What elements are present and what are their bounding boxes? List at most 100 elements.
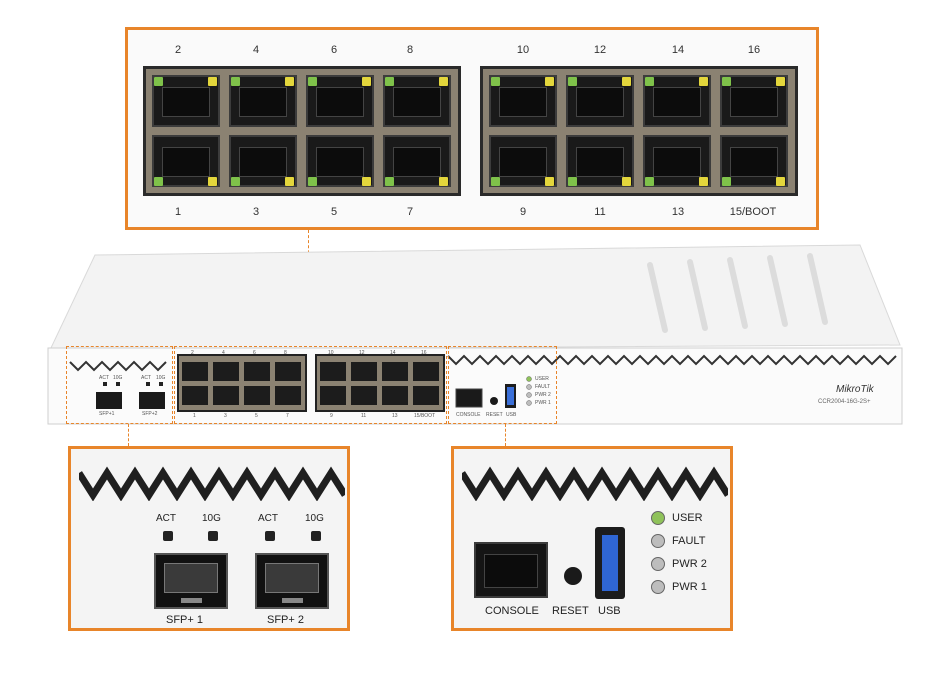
- sfp2-10g-label: 10G: [305, 513, 324, 524]
- small-port-label-6: 6: [253, 350, 256, 356]
- pwr1-led: [651, 580, 665, 594]
- link-led: [385, 177, 394, 186]
- activity-led: [439, 177, 448, 186]
- mgmt-highlight-box: [448, 346, 557, 424]
- sfp2-10g-led: [311, 531, 321, 541]
- sfp1-act-label: ACT: [156, 513, 176, 524]
- activity-led: [285, 77, 294, 86]
- port-label-3: 3: [252, 206, 260, 218]
- small-sfp-act-2: ACT: [141, 375, 151, 381]
- sfp-plus-2-port[interactable]: [255, 553, 329, 609]
- activity-led: [699, 77, 708, 86]
- link-led: [722, 77, 731, 86]
- management-callout: CONSOLE RESET USB USER FAULT PWR 2 PWR 1: [451, 446, 733, 631]
- link-led: [645, 177, 654, 186]
- activity-led: [362, 77, 371, 86]
- ethernet-port-7[interactable]: [383, 135, 451, 187]
- activity-led: [285, 177, 294, 186]
- sfp2-act-led: [265, 531, 275, 541]
- user-led-label: USER: [672, 512, 703, 524]
- ethernet-block-1-8: [143, 66, 461, 196]
- activity-led: [545, 177, 554, 186]
- usb-label: USB: [598, 605, 621, 617]
- link-led: [568, 77, 577, 86]
- small-sfp-name-1: SFP+1: [99, 411, 115, 417]
- port-label-6: 6: [330, 44, 338, 56]
- small-port-label-4: 4: [222, 350, 225, 356]
- activity-led: [776, 177, 785, 186]
- small-port-label-1: 1: [193, 413, 196, 419]
- small-port-label-15-boot: 15/BOOT: [414, 413, 436, 419]
- sfp1-10g-label: 10G: [202, 513, 221, 524]
- zigzag-pattern: [79, 466, 345, 501]
- link-led: [568, 177, 577, 186]
- link-led: [385, 77, 394, 86]
- small-sfp-act-1: ACT: [99, 375, 109, 381]
- port-label-10: 10: [516, 44, 530, 56]
- ports-callout: 2 4 6 8 10 12 14 16: [125, 27, 819, 230]
- ethernet-port-15-boot[interactable]: [720, 135, 788, 187]
- link-led: [491, 177, 500, 186]
- activity-led: [545, 77, 554, 86]
- link-led: [722, 177, 731, 186]
- pwr2-led: [651, 557, 665, 571]
- connector-line-sfp: [128, 424, 129, 446]
- activity-led: [439, 77, 448, 86]
- link-led: [154, 77, 163, 86]
- sfp-plus-1-port[interactable]: [154, 553, 228, 609]
- usb-tongue: [602, 535, 618, 591]
- link-led: [308, 177, 317, 186]
- model-label: CCR2004-16G-2S+: [818, 399, 871, 405]
- fault-led-label: FAULT: [672, 535, 706, 547]
- activity-led: [699, 177, 708, 186]
- small-sfp-name-2: SFP+2: [142, 411, 158, 417]
- small-usb-label: USB: [506, 412, 517, 418]
- port-label-16: 16: [747, 44, 761, 56]
- small-port-label-5: 5: [255, 413, 258, 419]
- reset-button[interactable]: [564, 567, 582, 585]
- port-label-13: 13: [671, 206, 685, 218]
- small-port-label-7: 7: [286, 413, 289, 419]
- port-label-7: 7: [406, 206, 414, 218]
- small-port-label-11: 11: [361, 413, 367, 419]
- link-led: [154, 177, 163, 186]
- small-status-user: USER: [535, 376, 549, 382]
- small-status-pwr1: PWR 1: [535, 400, 551, 406]
- small-port-label-9: 9: [330, 413, 333, 419]
- reset-label: RESET: [552, 605, 589, 617]
- port-label-5: 5: [330, 206, 338, 218]
- ethernet-port-3[interactable]: [229, 135, 297, 187]
- port-label-12: 12: [593, 44, 607, 56]
- sfp1-act-led: [163, 531, 173, 541]
- link-led: [491, 77, 500, 86]
- small-port-label-8: 8: [284, 350, 287, 356]
- small-port-label-10: 10: [328, 350, 334, 356]
- small-sfp-10g-2: 10G: [156, 375, 166, 381]
- port-label-9: 9: [519, 206, 527, 218]
- small-port-label-14: 14: [390, 350, 396, 356]
- sfp-highlight-box: [66, 346, 173, 424]
- port-label-8: 8: [406, 44, 414, 56]
- sfp-plus-2-label: SFP+ 2: [267, 614, 304, 626]
- usb-port[interactable]: [595, 527, 625, 599]
- brand-logo: MikroTik: [836, 384, 874, 395]
- small-status-fault: FAULT: [535, 384, 551, 390]
- port-label-2: 2: [174, 44, 182, 56]
- sfp2-act-label: ACT: [258, 513, 278, 524]
- console-label: CONSOLE: [485, 605, 539, 617]
- user-led: [651, 511, 665, 525]
- small-reset-label: RESET: [486, 412, 503, 418]
- console-port[interactable]: [474, 542, 548, 598]
- link-led: [231, 177, 240, 186]
- fault-led: [651, 534, 665, 548]
- activity-led: [208, 77, 217, 86]
- ethernet-port-6[interactable]: [306, 75, 374, 127]
- activity-led: [776, 77, 785, 86]
- activity-led: [622, 177, 631, 186]
- sfp-callout: ACT 10G ACT 10G SFP+ 1 SFP+ 2: [68, 446, 350, 631]
- sfp1-10g-led: [208, 531, 218, 541]
- ethernet-block-9-16: [480, 66, 798, 196]
- zigzag-pattern: [462, 466, 728, 501]
- small-status-pwr2: PWR 2: [535, 392, 551, 398]
